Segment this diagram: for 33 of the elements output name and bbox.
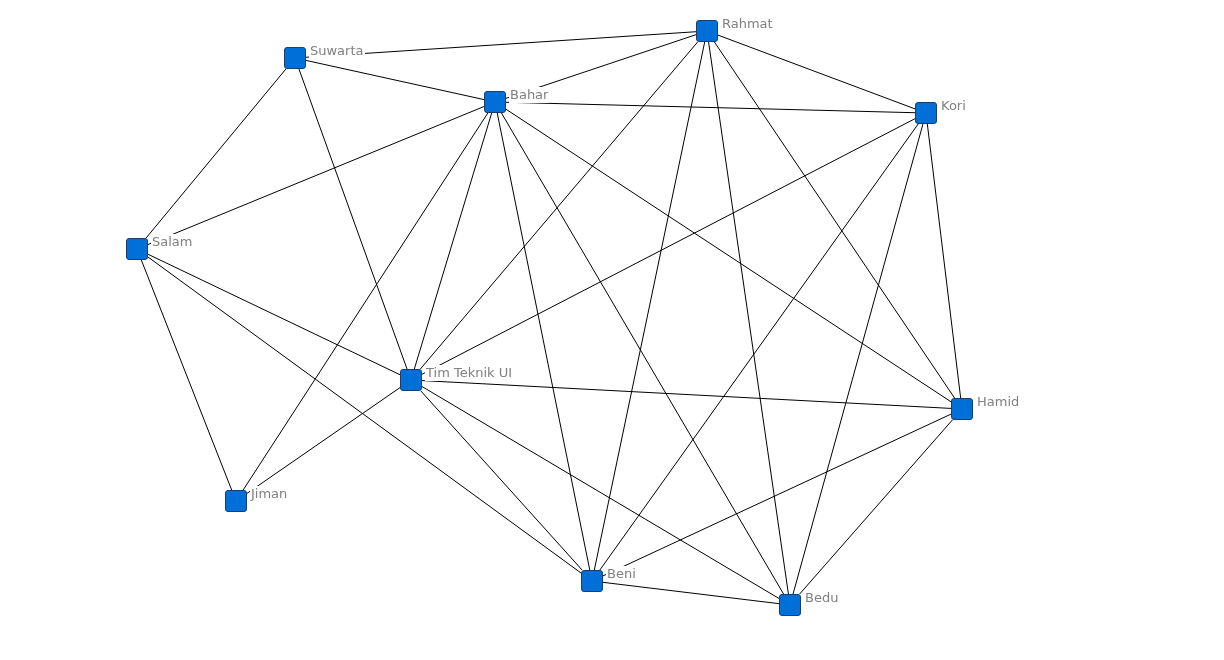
connector-line (926, 123, 962, 399)
connector-line (147, 253, 401, 376)
connector-line (421, 380, 952, 409)
connector-line (147, 256, 582, 574)
connector-line (593, 41, 706, 571)
connector-line (305, 59, 485, 101)
connector-line (242, 112, 489, 491)
connector-line (246, 387, 401, 494)
connector-line (421, 118, 916, 375)
connector-line (713, 41, 956, 399)
connector-line (147, 106, 485, 245)
connector-line (602, 581, 780, 605)
connector-line (145, 68, 287, 239)
connector-line (421, 386, 780, 599)
connector-line (599, 123, 919, 571)
connector-line (419, 41, 699, 370)
connector-line (799, 419, 953, 595)
node-label: Jiman (250, 486, 289, 502)
connector-line (505, 108, 952, 403)
connector-line (298, 68, 408, 370)
connector-line (496, 112, 591, 571)
connector-line (708, 41, 789, 595)
connector-line (792, 123, 924, 595)
node-label: Tim Teknik UI (425, 365, 514, 381)
node-label: Suwarta (309, 43, 365, 59)
connector-line (413, 112, 493, 370)
node-label: Bahar (509, 87, 550, 103)
connector-line (717, 34, 916, 110)
connector-line (602, 413, 952, 577)
connector-line (420, 390, 583, 571)
connector-line (505, 101, 916, 114)
connector-line (140, 259, 233, 491)
connector-line (500, 112, 785, 595)
